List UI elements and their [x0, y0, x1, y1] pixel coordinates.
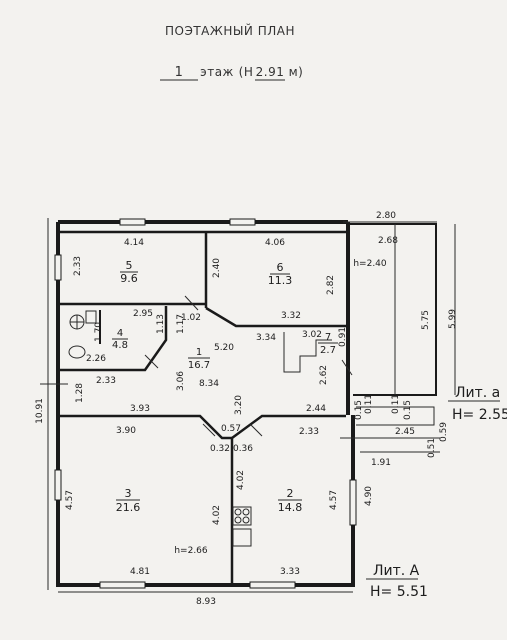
svg-text:3.33: 3.33 [280, 567, 300, 577]
room-number: 2 [287, 487, 294, 500]
svg-text:5.75: 5.75 [421, 310, 431, 330]
svg-text:3.93: 3.93 [130, 404, 150, 414]
svg-text:10.91: 10.91 [35, 398, 45, 424]
room-number: 7 [325, 332, 331, 343]
svg-text:0.32: 0.32 [210, 444, 230, 454]
svg-text:4.81: 4.81 [130, 567, 150, 577]
svg-text:h=2.66: h=2.66 [174, 546, 208, 556]
room-area: 9.6 [120, 272, 138, 285]
svg-text:2.44: 2.44 [306, 404, 326, 414]
outer-walls [54, 218, 357, 589]
room-number: 5 [126, 259, 133, 272]
svg-text:3.34: 3.34 [256, 333, 276, 343]
svg-text:3.20: 3.20 [234, 395, 244, 415]
svg-text:4.90: 4.90 [364, 486, 374, 506]
svg-text:0.91: 0.91 [338, 327, 348, 347]
svg-text:0.57: 0.57 [221, 424, 241, 434]
svg-text:2.82: 2.82 [326, 275, 336, 295]
room-7: 7 2.7 [318, 332, 338, 356]
svg-text:2.33: 2.33 [73, 256, 83, 276]
svg-text:3.32: 3.32 [281, 311, 301, 321]
room-area: 14.8 [278, 501, 303, 514]
svg-text:0.15: 0.15 [354, 400, 364, 420]
room-4: 4 4.8 [112, 328, 128, 351]
svg-text:4.57: 4.57 [329, 490, 339, 510]
svg-text:Лит. А: Лит. А [373, 563, 420, 579]
svg-text:2.62: 2.62 [319, 365, 329, 385]
svg-text:1.91: 1.91 [371, 458, 391, 468]
svg-text:2.33: 2.33 [96, 376, 116, 386]
dimension-labels: 2.80 4.14 4.06 2.68 h=2.40 2.95 1.02 3.3… [86, 211, 415, 607]
svg-text:1.28: 1.28 [75, 383, 85, 403]
svg-text:1.02: 1.02 [181, 313, 201, 323]
svg-text:Н= 5.51: Н= 5.51 [370, 584, 428, 600]
dimension-lines [40, 218, 456, 593]
svg-text:5.20: 5.20 [214, 343, 234, 353]
room-number: 3 [125, 487, 132, 500]
svg-text:4.06: 4.06 [265, 238, 285, 248]
height-open: (Н [239, 65, 254, 79]
svg-text:1.13: 1.13 [156, 314, 166, 334]
svg-text:0.15: 0.15 [403, 400, 413, 420]
svg-text:4.57: 4.57 [65, 490, 75, 510]
svg-text:3.02: 3.02 [302, 330, 322, 340]
svg-text:5.99: 5.99 [448, 309, 458, 329]
svg-text:2.26: 2.26 [86, 354, 106, 364]
svg-text:1.17: 1.17 [176, 314, 186, 334]
room-6: 6 11.3 [268, 261, 293, 287]
svg-text:4.02: 4.02 [212, 505, 222, 525]
svg-text:2.80: 2.80 [376, 211, 396, 221]
svg-text:Лит. а: Лит. а [455, 385, 500, 401]
room-number: 1 [196, 347, 202, 358]
svg-text:3.06: 3.06 [176, 371, 186, 391]
room-area: 2.7 [320, 345, 336, 356]
room-area: 21.6 [116, 501, 141, 514]
svg-text:Н= 2.55: Н= 2.55 [452, 407, 507, 423]
floor-word: этаж [200, 65, 234, 79]
svg-text:0.11: 0.11 [391, 394, 401, 414]
room-number: 4 [117, 328, 123, 339]
svg-text:0.59: 0.59 [439, 422, 449, 442]
svg-text:2.45: 2.45 [395, 427, 415, 437]
svg-text:3.90: 3.90 [116, 426, 136, 436]
room-2: 2 14.8 [278, 487, 303, 514]
svg-text:4.02: 4.02 [236, 470, 246, 490]
svg-text:2.40: 2.40 [212, 258, 222, 278]
lit-a-upper-label: Лит. А Н= 5.51 [366, 563, 428, 600]
svg-text:4.14: 4.14 [124, 238, 144, 248]
room-1: 1 16.7 [188, 347, 210, 371]
svg-text:0.51: 0.51 [427, 438, 437, 458]
room-5: 5 9.6 [120, 259, 138, 285]
door-marks [144, 295, 353, 437]
plan-title: ПОЭТАЖНЫЙ ПЛАН [165, 23, 295, 38]
room-area: 16.7 [188, 360, 210, 371]
sanitary-fixtures [68, 310, 97, 359]
stove-icon [232, 506, 252, 547]
svg-text:8.93: 8.93 [196, 597, 216, 607]
floor-number: 1 [175, 65, 184, 80]
room-area: 11.3 [268, 274, 293, 287]
svg-text:8.34: 8.34 [199, 379, 219, 389]
dimension-labels-vertical: 2.33 2.40 2.82 5.75 5.99 1.13 1.17 0.91 … [35, 256, 458, 525]
room-number: 6 [277, 261, 284, 274]
svg-text:2.95: 2.95 [133, 309, 153, 319]
room-area: 4.8 [112, 340, 128, 351]
lit-a-lower-label: Лит. а Н= 2.55 [448, 385, 507, 423]
svg-text:2.68: 2.68 [378, 236, 398, 246]
veranda-walls [348, 223, 437, 426]
svg-text:1.70: 1.70 [94, 322, 104, 342]
height-unit: м) [289, 65, 304, 79]
svg-text:0.11: 0.11 [364, 394, 374, 414]
svg-text:h=2.40: h=2.40 [353, 259, 387, 269]
height-value: 2.91 [256, 65, 285, 79]
svg-text:0.36: 0.36 [233, 444, 253, 454]
room-3: 3 21.6 [116, 487, 141, 514]
svg-text:2.33: 2.33 [299, 427, 319, 437]
interior-walls [60, 230, 346, 583]
